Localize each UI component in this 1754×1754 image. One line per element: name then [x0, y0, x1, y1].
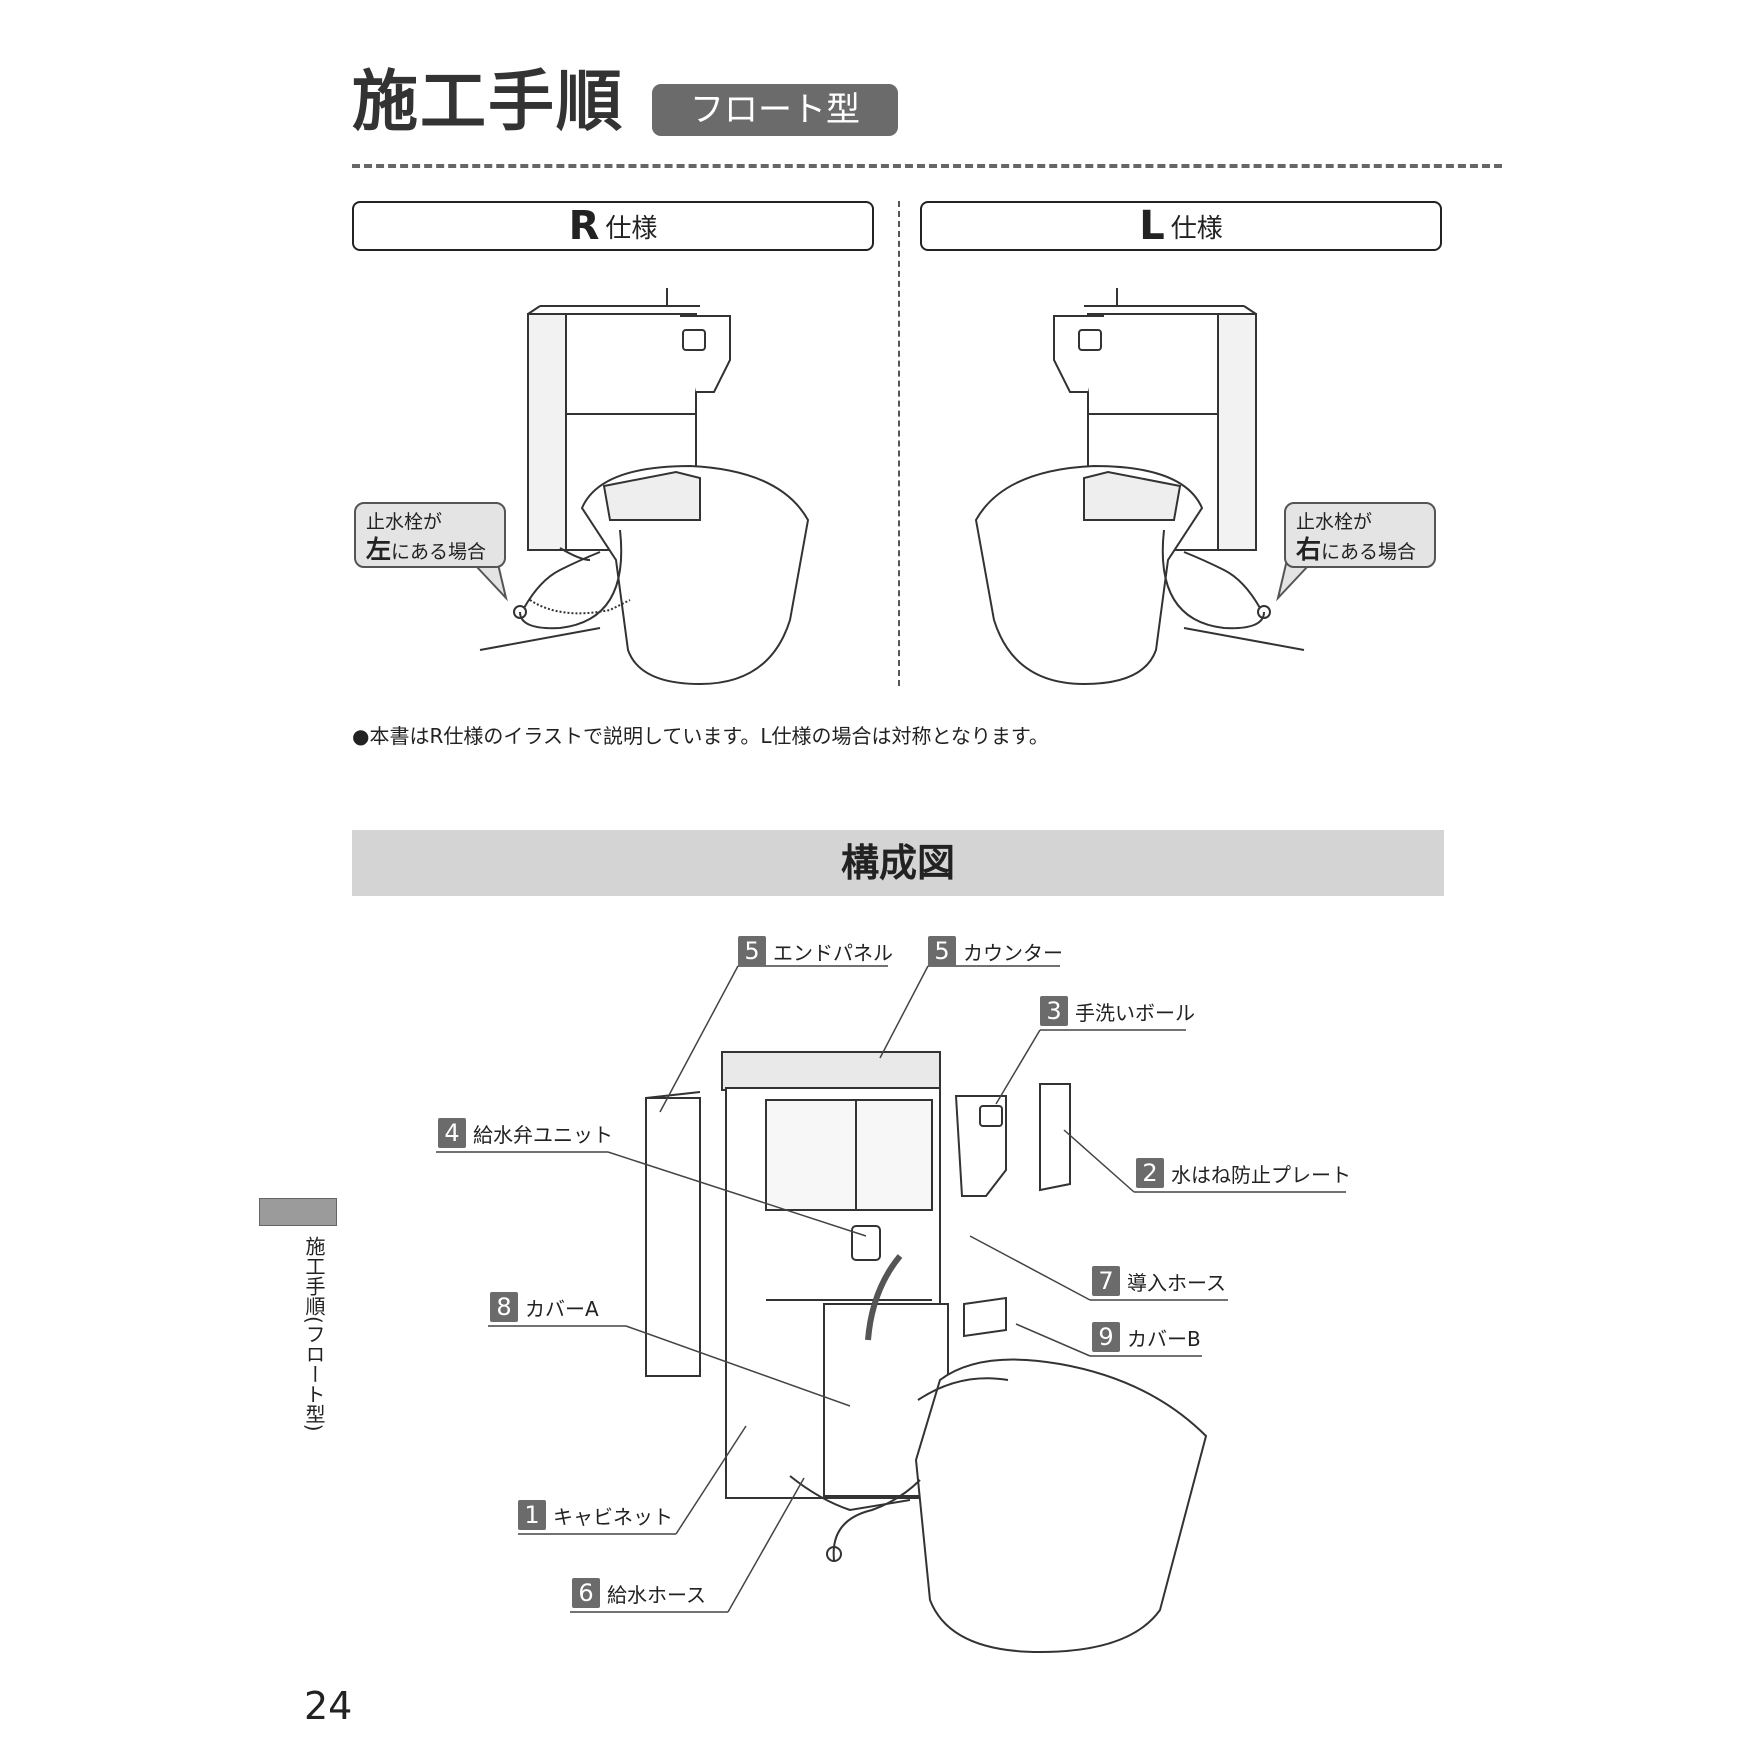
part-name: 給水弁ユニット [473, 1122, 613, 1147]
r-callout-line1: 止水栓が [366, 511, 443, 533]
part-label-hand-wash-bowl: 3 手洗いボール [1040, 996, 1195, 1026]
part-number: 6 [572, 1578, 600, 1608]
part-name: エンドパネル [773, 940, 893, 965]
section-title-band: 構成図 [352, 830, 1444, 896]
part-number: 2 [1136, 1158, 1164, 1188]
callout-tails [473, 562, 1311, 602]
part-number: 3 [1040, 996, 1068, 1026]
l-callout-line1: 止水栓が [1296, 511, 1373, 533]
r-spec-label: 仕様 [605, 213, 658, 244]
part-label-inlet-hose: 7 導入ホース [1092, 1266, 1226, 1296]
part-name: カバーA [525, 1296, 599, 1321]
l-spec-label: 仕様 [1170, 213, 1223, 244]
part-number: 5 [738, 936, 766, 966]
part-number: 8 [490, 1292, 518, 1322]
r-spec-letter: R [568, 203, 600, 249]
r-callout-rest: にある場合 [391, 541, 487, 563]
part-number: 5 [928, 936, 956, 966]
r-callout-line2: 左にある場合 [366, 536, 494, 566]
l-spec-illustration [974, 288, 1305, 686]
type-badge: フロート型 [652, 84, 898, 136]
note-text: ●本書はR仕様のイラストで説明しています。L仕様の場合は対称となります。 [352, 724, 1049, 748]
r-spec-box: R 仕様 [352, 201, 874, 251]
part-number: 7 [1092, 1266, 1120, 1296]
part-name: カバーB [1127, 1326, 1201, 1351]
part-number: 4 [438, 1118, 466, 1148]
part-name: 手洗いボール [1075, 1000, 1195, 1025]
r-callout-emphasis: 左 [366, 535, 392, 564]
r-spec-callout: 止水栓が 左にある場合 [354, 502, 506, 568]
leader-lines [436, 965, 1346, 1613]
part-number: 9 [1092, 1322, 1120, 1352]
side-tab-label: 施工手順(フロート型) [302, 1236, 326, 1432]
dotted-rule [352, 164, 1502, 168]
part-label-end-panel: 5 エンドパネル [738, 936, 893, 966]
part-label-splash-plate: 2 水はね防止プレート [1136, 1158, 1351, 1188]
composition-illustration [645, 1051, 1208, 1654]
l-spec-callout: 止水栓が 右にある場合 [1284, 502, 1436, 568]
l-spec-letter: L [1139, 203, 1165, 249]
part-label-supply-hose: 6 給水ホース [572, 1578, 706, 1608]
part-label-cabinet: 1 キャビネット [518, 1500, 673, 1530]
l-spec-box: L 仕様 [920, 201, 1442, 251]
part-name: キャビネット [553, 1504, 673, 1529]
part-number: 1 [518, 1500, 546, 1530]
page-number: 24 [304, 1684, 353, 1728]
part-name: 導入ホース [1127, 1270, 1226, 1295]
part-label-cover-a: 8 カバーA [490, 1292, 599, 1322]
part-name: カウンター [963, 940, 1063, 965]
r-spec-illustration [479, 288, 810, 686]
part-name: 給水ホース [607, 1582, 706, 1607]
spec-divider [898, 201, 900, 686]
part-label-cover-b: 9 カバーB [1092, 1322, 1201, 1352]
part-label-water-valve-unit: 4 給水弁ユニット [438, 1118, 613, 1148]
l-callout-line2: 右にある場合 [1296, 536, 1424, 566]
page-title: 施工手順 [352, 63, 624, 140]
l-callout-rest: にある場合 [1321, 541, 1417, 563]
side-tab [259, 1198, 337, 1226]
l-callout-emphasis: 右 [1296, 535, 1322, 564]
part-name: 水はね防止プレート [1171, 1162, 1351, 1187]
part-label-counter: 5 カウンター [928, 936, 1063, 966]
